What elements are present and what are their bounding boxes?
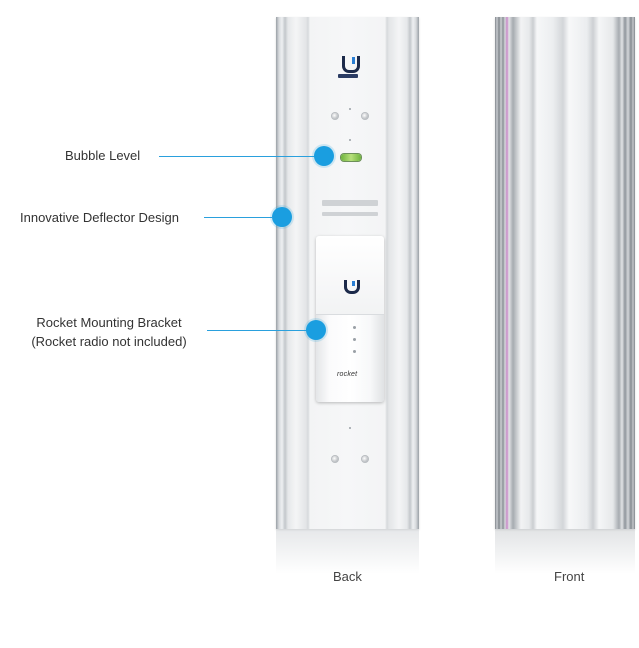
callout-dot: [314, 146, 334, 166]
spec-label-line: [322, 200, 378, 206]
callout-dot: [272, 207, 292, 227]
antenna-front-reflection: [495, 529, 635, 574]
callout-dot: [306, 320, 326, 340]
callout-bubble-level-label: Bubble Level: [65, 148, 141, 163]
led: [353, 350, 356, 353]
screw: [362, 113, 368, 119]
callout-bracket-line2: (Rocket radio not included): [31, 334, 187, 349]
caption-front: Front: [554, 569, 585, 584]
screw: [332, 456, 338, 462]
callout-line: [159, 156, 315, 157]
screw: [362, 456, 368, 462]
antenna-front-image: [495, 17, 635, 529]
callout-line: [204, 217, 272, 218]
airmax-badge: [338, 74, 358, 78]
hole: [349, 139, 351, 141]
callout-line: [207, 330, 309, 331]
antenna-back-reflection: [276, 529, 419, 574]
screw: [332, 113, 338, 119]
hole: [349, 108, 351, 110]
callout-deflector-label: Innovative Deflector Design: [20, 210, 179, 225]
caption-back: Back: [333, 569, 362, 584]
led: [353, 338, 356, 341]
callout-bracket-line1: Rocket Mounting Bracket: [36, 315, 182, 330]
callout-bracket-label: Rocket Mounting Bracket (Rocket radio no…: [20, 313, 198, 351]
rocket-logo-mark: rocket: [337, 371, 358, 378]
spec-label-line: [322, 212, 378, 216]
rocket-bracket-top: [316, 236, 384, 315]
hole: [349, 427, 351, 429]
bubble-level-vial: [341, 154, 361, 161]
led: [353, 326, 356, 329]
